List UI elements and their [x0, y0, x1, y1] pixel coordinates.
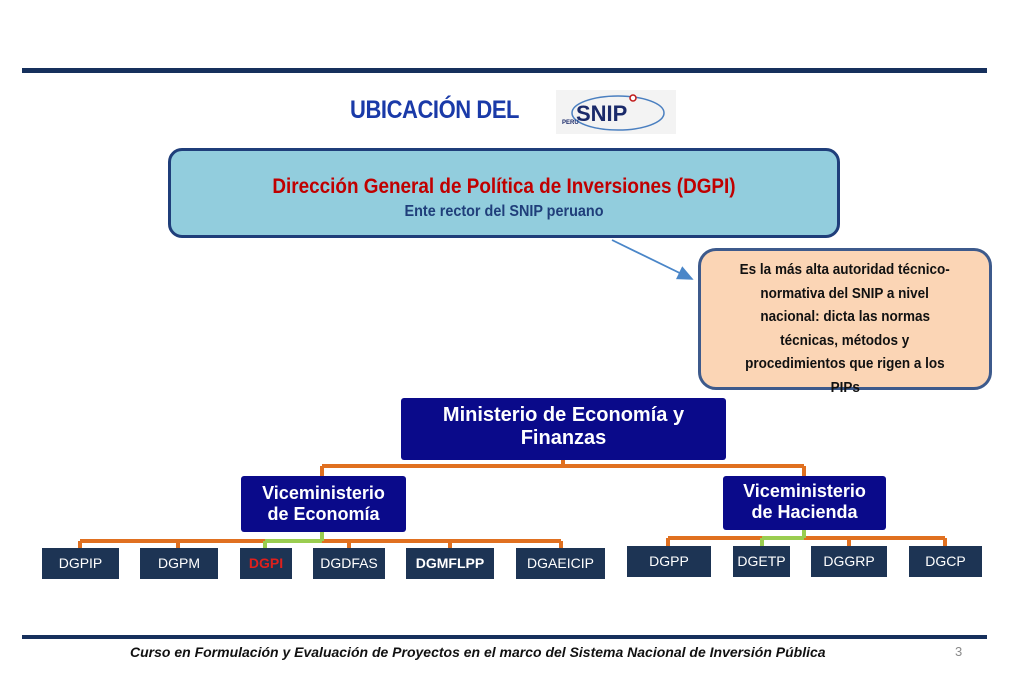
- unit-dgpi: DGPI: [240, 548, 292, 579]
- callout-line: nacional: dicta las normas: [760, 308, 930, 325]
- vice-hacienda-node: Viceministerio de Hacienda: [723, 476, 886, 530]
- unit-dgetp: DGETP: [733, 546, 790, 577]
- mef-line-2: Finanzas: [520, 427, 607, 449]
- unit-dgpp: DGPP: [627, 546, 711, 577]
- vice-hacienda-line-2: de Hacienda: [751, 502, 858, 522]
- callout-line: Es la más alta autoridad técnico-: [739, 261, 951, 278]
- snip-logo: SNIP PERU: [556, 90, 676, 134]
- top-rule: [22, 68, 987, 73]
- callout-line: PIPs: [830, 378, 860, 396]
- dgpi-subtitle: Ente rector del SNIP peruano: [404, 203, 604, 220]
- callout-line: normativa del SNIP a nivel: [760, 284, 930, 302]
- vice-hacienda-line-1: Viceministerio: [743, 481, 866, 501]
- vice-economia-line-2: de Economía: [267, 504, 380, 524]
- vice-economia-line-1: Viceministerio: [262, 483, 385, 503]
- footer-course-title: Curso en Formulación y Evaluación de Pro…: [130, 644, 826, 660]
- dgpi-title: Dirección General de Política de Inversi…: [272, 175, 736, 198]
- dgpi-description-callout: Es la más alta autoridad técnico- normat…: [698, 248, 992, 396]
- bottom-rule: [22, 635, 987, 639]
- unit-dgmflpp: DGMFLPP: [406, 548, 494, 579]
- unit-dgpm: DGPM: [140, 548, 218, 579]
- mef-line-1: Ministerio de Economía y: [442, 404, 685, 426]
- unit-dggrp: DGGRP: [811, 546, 887, 577]
- vice-economia-node: Viceministerio de Economía: [241, 476, 406, 532]
- callout-arrow: [611, 239, 694, 280]
- dgpi-box: Dirección General de Política de Inversi…: [168, 148, 840, 238]
- unit-dgcp: DGCP: [909, 546, 982, 577]
- unit-dgdfas: DGDFAS: [313, 548, 385, 579]
- unit-dgpip: DGPIP: [42, 548, 119, 579]
- slide-title: UBICACIÓN DEL: [350, 96, 520, 124]
- svg-text:PERU: PERU: [562, 120, 579, 126]
- page-number: 3: [955, 644, 963, 659]
- callout-line: técnicas, métodos y: [780, 331, 910, 349]
- callout-line: procedimientos que rigen a los: [745, 355, 945, 372]
- unit-dgaeicip: DGAEICIP: [516, 548, 605, 579]
- mef-node: Ministerio de Economía y Finanzas: [401, 398, 726, 460]
- svg-text:SNIP: SNIP: [576, 101, 627, 126]
